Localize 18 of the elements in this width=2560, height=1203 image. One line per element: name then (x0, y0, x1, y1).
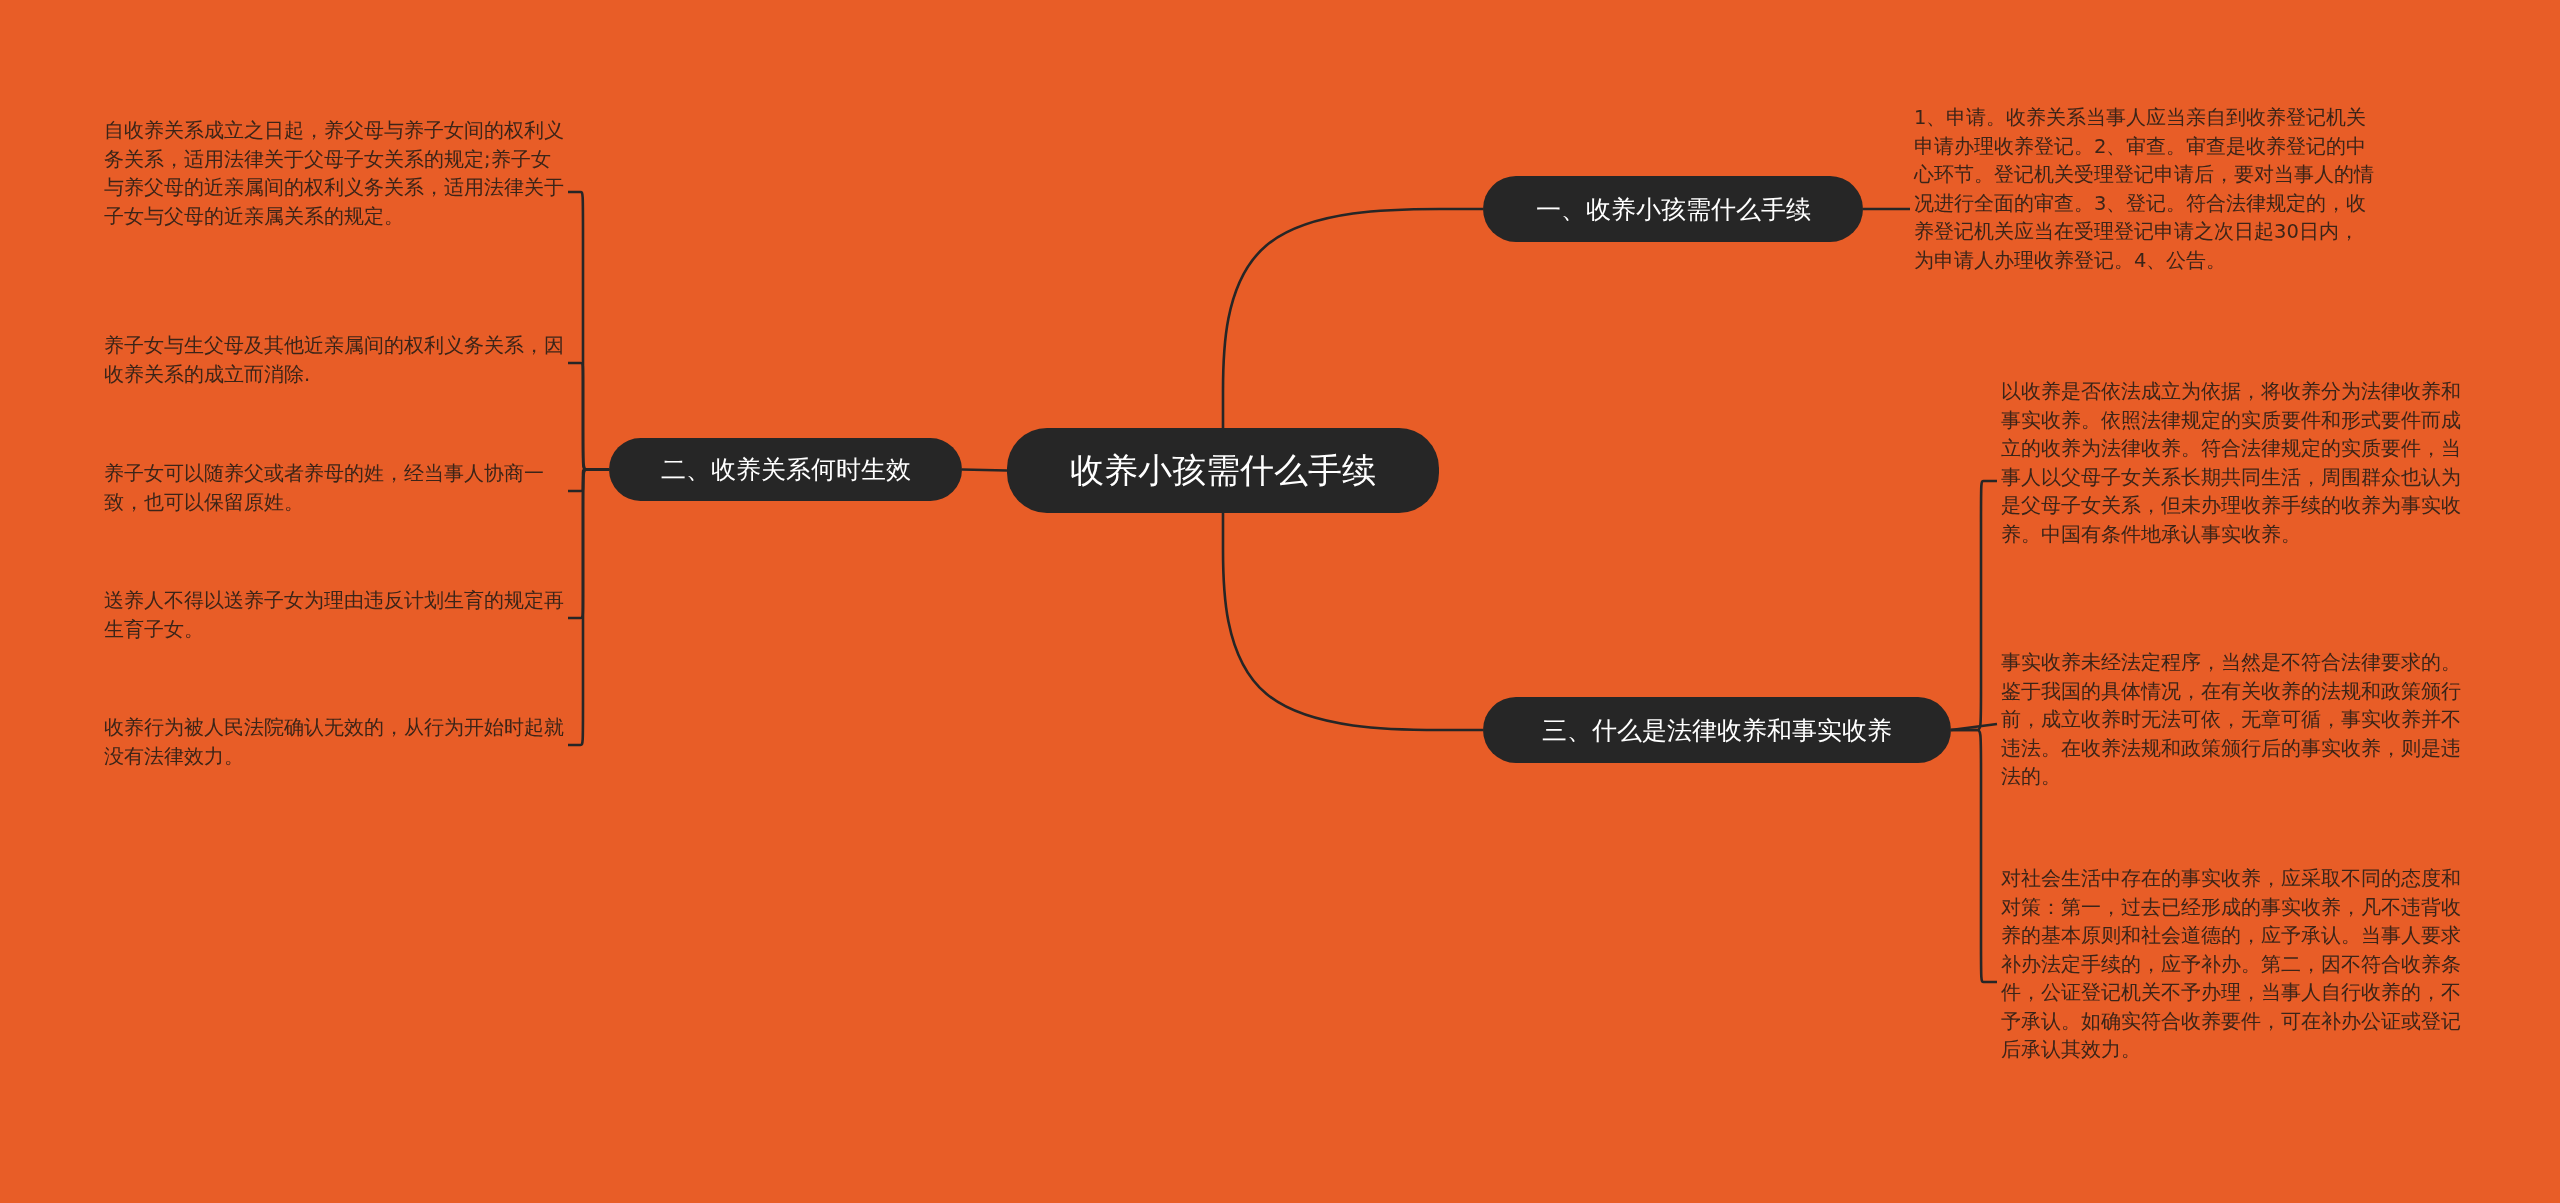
topic-label: 一、收养小孩需什么手续 (1535, 193, 1811, 226)
connector-line (1221, 207, 1483, 428)
note-text: 养子女可以随养父或者养母的姓，经当事人协商一致，也可以保留原姓。 (104, 461, 545, 516)
connector-line (1863, 207, 1910, 211)
note-text: 自收养关系成立之日起，养父母与养子女间的权利义务关系，适用法律关于父母子女关系的规定;养子女与养父母的近亲属间的权利义务关系，适用法律关于子女与父母的近亲属关系的规定。 (104, 118, 564, 230)
note-text: 1、申请。收养关系当事人应当亲自到收养登记机关申请办理收养登记。2、审查。审查是收养登记的中心环节。登记机关受理登记申请后，要对当事人的情况进行全面的审查。3、登记。符合法律规定的，收养登记机关应当在受理登记申请之次日起30日内，为申请人办理收养登记。4、公告。 (1914, 105, 2375, 274)
note-text: 对社会生活中存在的事实收养，应采取不同的态度和对策：第一，过去已经形成的事实收养，凡不违背收养的基本原则和社会道德的，应予承认。当事人要求补办法定手续的，应予补办。第二，因不符合收养条件，公证登记机关不予办理，当事人自行收养的，不予承认。如确实符合收养要件，可在补办公证或登记后承认其效力。 (2001, 866, 2461, 1063)
connector-line (1221, 513, 1483, 732)
connector-line (1950, 722, 1998, 732)
connector-line (961, 468, 1008, 472)
note-text: 事实收养未经法定程序，当然是不符合法律要求的。鉴于我国的具体情况，在有关收养的法规和政策颁行前，成立收养时无法可依，无章可循，事实收养并不违法。在收养法规和政策颁行后的事实收养，则是违法的。 (2001, 650, 2461, 790)
topic-label: 二、收养关系何时生效 (660, 454, 911, 486)
note-text: 送养人不得以送养子女为理由违反计划生育的规定再生育子女。 (104, 588, 564, 643)
topic-label: 收养小孩需什么手续 (1070, 448, 1376, 492)
note-text: 收养行为被人民法院确认无效的，从行为开始时起就没有法律效力。 (104, 715, 564, 770)
topic-label: 三、什么是法律收养和事实收养 (1542, 714, 1892, 747)
note-text: 养子女与生父母及其他近亲属间的权利义务关系，因收养关系的成立而消除. (104, 333, 564, 388)
note-text: 以收养是否依法成立为依据，将收养分为法律收养和事实收养。依照法律规定的实质要件和形式要件而成立的收养为法律收养。符合法律规定的实质要件，当事人以父母子女关系长期共同生活，周围群众也认为是父母子女关系，但未办理收养手续的收养为事实收养。中国有条件地承认事实收养。 (2001, 379, 2461, 548)
